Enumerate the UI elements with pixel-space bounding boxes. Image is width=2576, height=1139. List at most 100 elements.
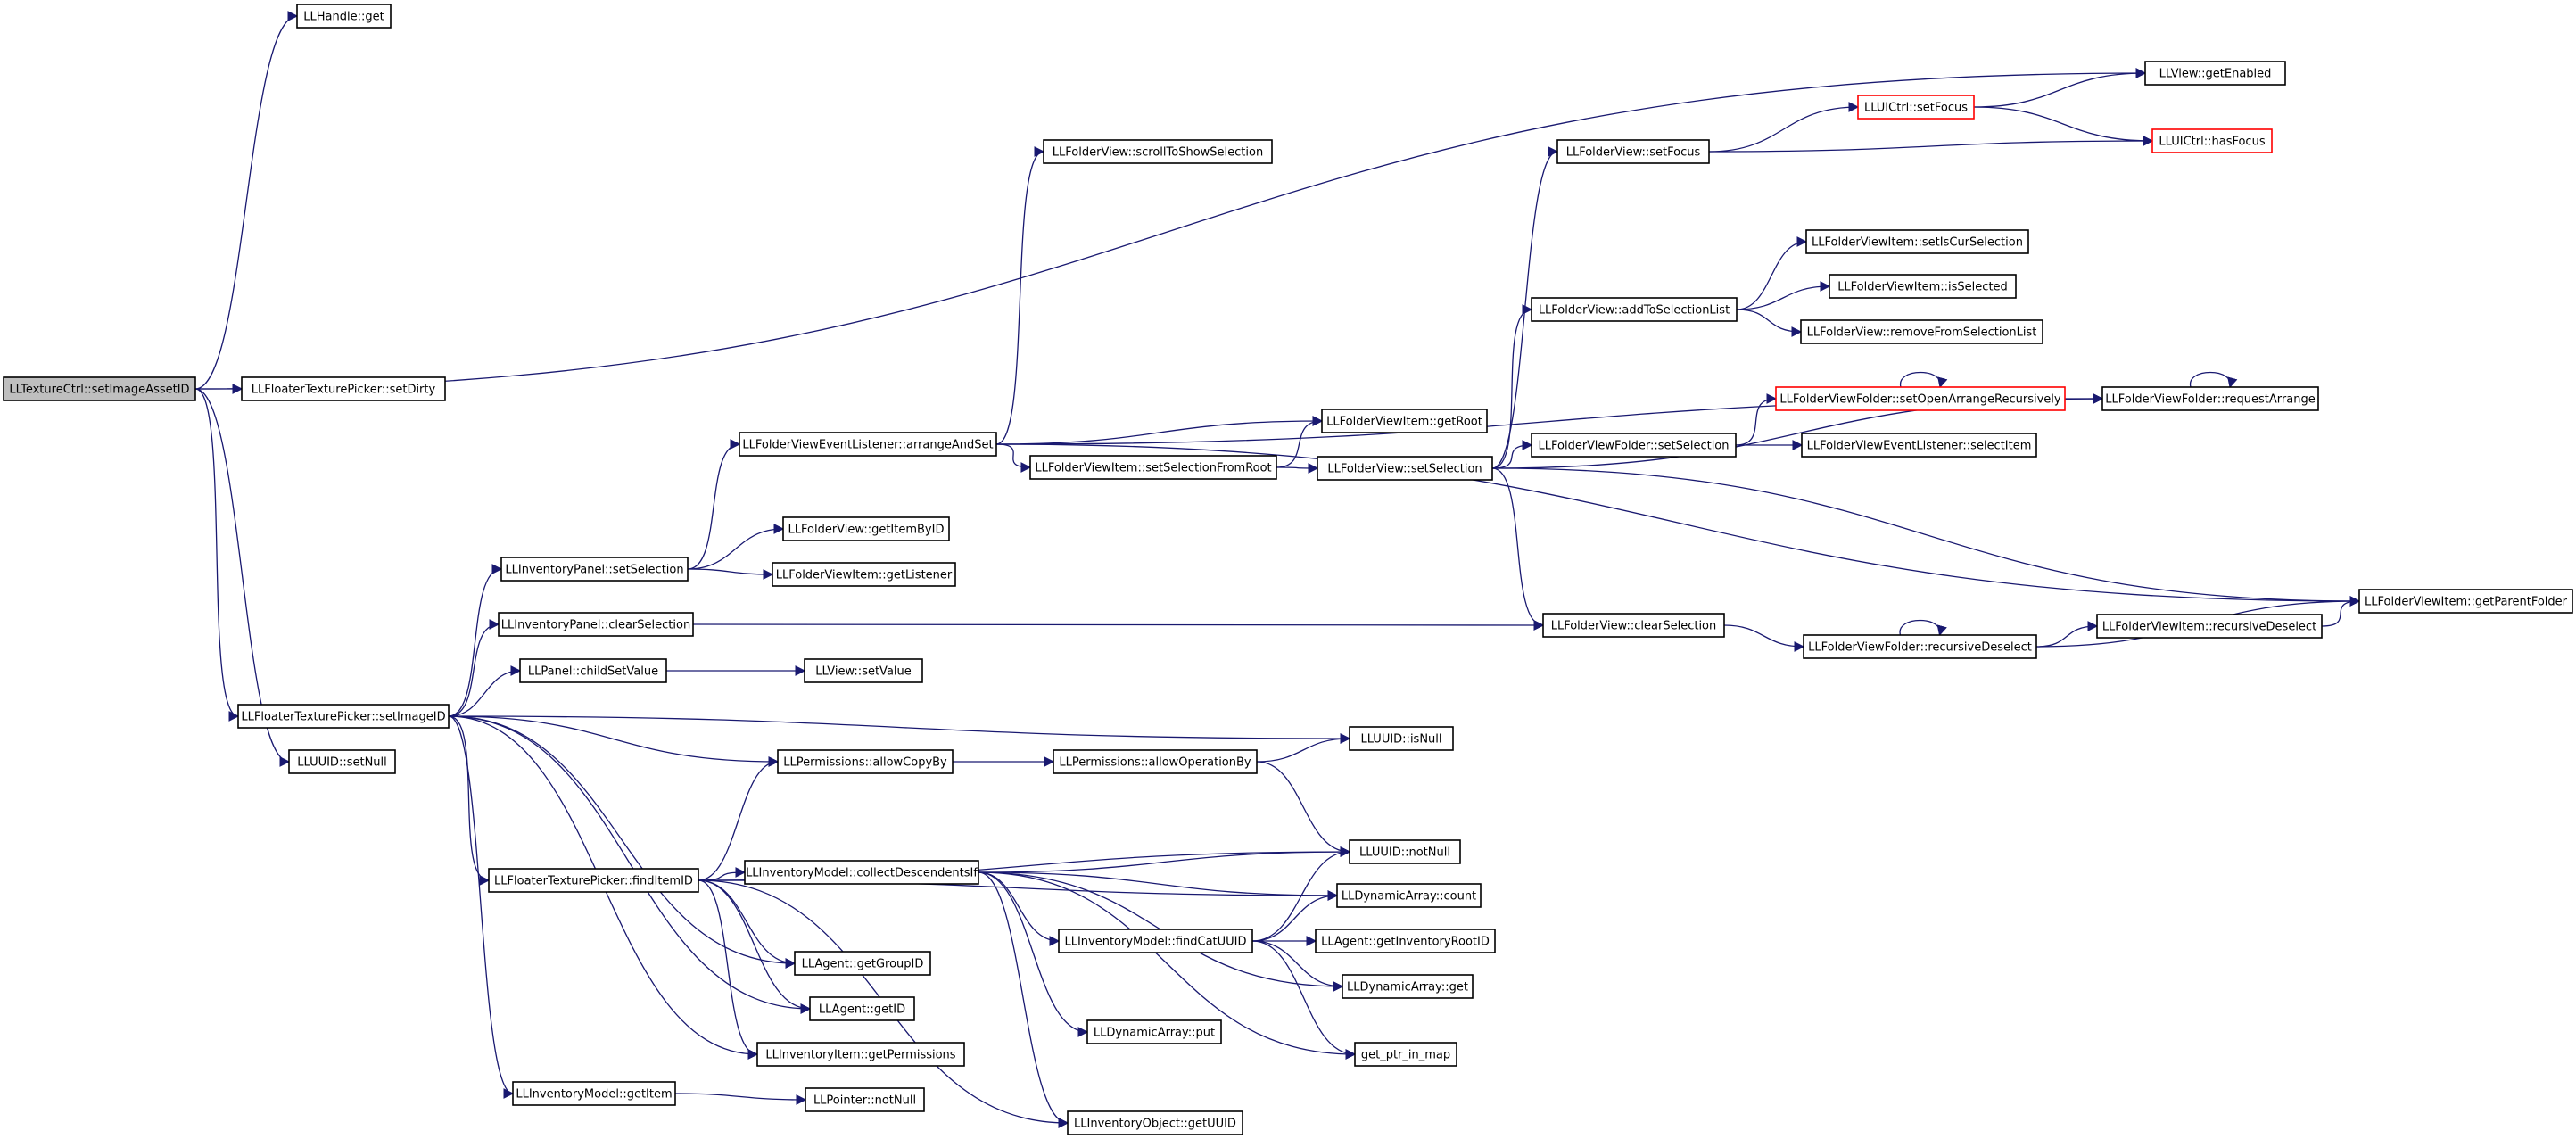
node-box-folderview_scrolltoshowselection[interactable] — [1043, 139, 1273, 164]
node-uictrl_setfocus[interactable]: LLUICtrl::setFocus — [1857, 95, 1975, 120]
node-inventoryobject_getuuid[interactable]: LLInventoryObject::getUUID — [1067, 1110, 1243, 1135]
node-texturectrl_setimageassetid[interactable]: LLTextureCtrl::setImageAssetID — [3, 376, 196, 401]
node-folderviewitem_getparentfolder[interactable]: LLFolderViewItem::getParentFolder — [2358, 589, 2573, 614]
node-folderview_getitembyid[interactable]: LLFolderView::getItemByID — [782, 516, 950, 541]
node-box-folderviewitem_setiscurselection[interactable] — [1805, 229, 2029, 254]
node-folderviewitem_isselected[interactable]: LLFolderViewItem::isSelected — [1829, 274, 2017, 299]
node-box-folderview_removefromselectionlist[interactable] — [1800, 319, 2043, 344]
node-dynamicarray_get[interactable]: LLDynamicArray::get — [1342, 974, 1474, 999]
node-box-uictrl_hasfocus[interactable] — [2151, 128, 2273, 153]
node-box-folderviewfolder_setselection[interactable] — [1531, 433, 1737, 458]
node-panel_childsetvalue[interactable]: LLPanel::childSetValue — [519, 658, 667, 683]
node-inventorymodel_getitem[interactable]: LLInventoryModel::getItem — [512, 1081, 676, 1106]
node-handle_get[interactable]: LLHandle::get — [296, 4, 392, 29]
node-box-uictrl_setfocus[interactable] — [1857, 95, 1975, 120]
node-pointer_notnull[interactable]: LLPointer::notNull — [805, 1087, 925, 1112]
node-get_ptr_in_map[interactable]: get_ptr_in_map — [1354, 1042, 1457, 1067]
node-box-dynamicarray_put[interactable] — [1086, 1019, 1222, 1044]
node-folderviewitem_setiscurselection[interactable]: LLFolderViewItem::setIsCurSelection — [1805, 229, 2029, 254]
node-agent_getinventoryrootid[interactable]: LLAgent::getInventoryRootID — [1315, 929, 1496, 953]
node-folderviewitem_getroot[interactable]: LLFolderViewItem::getRoot — [1321, 409, 1488, 433]
node-view_getenabled[interactable]: LLView::getEnabled — [2144, 61, 2286, 86]
node-box-view_setvalue[interactable] — [804, 658, 923, 683]
node-floatertexturepicker_finditemid[interactable]: LLFloaterTexturePicker::findItemID — [488, 868, 699, 893]
node-box-folderview_addtoselectionlist[interactable] — [1531, 297, 1738, 322]
node-box-get_ptr_in_map[interactable] — [1354, 1042, 1457, 1067]
node-box-uuid_isnull[interactable] — [1349, 726, 1454, 751]
node-box-folderview_clearselection[interactable] — [1542, 613, 1725, 638]
node-box-inventorypanel_clearselection[interactable] — [498, 612, 694, 637]
node-box-pointer_notnull[interactable] — [805, 1087, 925, 1112]
node-box-inventorypanel_setselection[interactable] — [500, 557, 689, 582]
node-inventorypanel_clearselection[interactable]: LLInventoryPanel::clearSelection — [498, 612, 694, 637]
node-box-inventorymodel_getitem[interactable] — [512, 1081, 676, 1106]
node-folderview_clearselection[interactable]: LLFolderView::clearSelection — [1542, 613, 1725, 638]
node-permissions_allowcopyby[interactable]: LLPermissions::allowCopyBy — [777, 749, 954, 774]
node-box-folderviewventlistener_selectitem[interactable] — [1801, 433, 2037, 458]
node-box-folderview_setfocus[interactable] — [1556, 139, 1710, 164]
node-box-inventoryitem_getpermissions[interactable] — [756, 1042, 965, 1067]
node-folderviewventlistener_arrangeandset[interactable]: LLFolderViewEventListener::arrangeAndSet — [739, 432, 997, 457]
node-box-floatertexturepicker_finditemid[interactable] — [488, 868, 699, 893]
node-inventorypanel_setselection[interactable]: LLInventoryPanel::setSelection — [500, 557, 689, 582]
node-folderviewventlistener_selectitem[interactable]: LLFolderViewEventListener::selectItem — [1801, 433, 2037, 458]
node-box-agent_getgroupid[interactable] — [794, 951, 931, 976]
node-folderviewitem_recursivedeselect[interactable]: LLFolderViewItem::recursiveDeselect — [2096, 614, 2323, 639]
node-folderview_scrolltoshowselection[interactable]: LLFolderView::scrollToShowSelection — [1043, 139, 1273, 164]
node-floatertexturepicker_setdirty[interactable]: LLFloaterTexturePicker::setDirty — [241, 376, 446, 401]
node-box-folderviewfolder_requestarrange[interactable] — [2101, 386, 2319, 411]
node-permissions_allowoperationby[interactable]: LLPermissions::allowOperationBy — [1053, 749, 1258, 774]
node-box-panel_childsetvalue[interactable] — [519, 658, 667, 683]
node-dynamicarray_put[interactable]: LLDynamicArray::put — [1086, 1019, 1222, 1044]
node-folderviewitem_getlistener[interactable]: LLFolderViewItem::getListener — [772, 562, 956, 587]
node-box-folderviewfolder_setopenarrangerecursively[interactable] — [1775, 386, 2066, 411]
node-box-folderview_getitembyid[interactable] — [782, 516, 950, 541]
node-box-folderview_setselection[interactable] — [1317, 456, 1493, 481]
node-box-floatertexturepicker_setdirty[interactable] — [241, 376, 446, 401]
node-box-folderviewitem_getroot[interactable] — [1321, 409, 1488, 433]
node-box-inventoryobject_getuuid[interactable] — [1067, 1110, 1243, 1135]
node-inventorymodel_collectdescendentsif[interactable]: LLInventoryModel::collectDescendentsIf — [744, 860, 979, 885]
node-box-folderviewfolder_recursivedeselect[interactable] — [1803, 634, 2037, 659]
node-uuid_isnull[interactable]: LLUUID::isNull — [1349, 726, 1454, 751]
node-dynamicarray_count[interactable]: LLDynamicArray::count — [1336, 883, 1482, 908]
node-box-agent_getinventoryrootid[interactable] — [1315, 929, 1496, 953]
node-box-permissions_allowoperationby[interactable] — [1053, 749, 1258, 774]
node-uuid_notnull[interactable]: LLUUID::notNull — [1349, 839, 1461, 864]
node-view_setvalue[interactable]: LLView::setValue — [804, 658, 923, 683]
node-box-folderviewitem_setselectionfromroot[interactable] — [1029, 455, 1277, 480]
node-box-folderviewitem_getlistener[interactable] — [772, 562, 956, 587]
node-box-handle_get[interactable] — [296, 4, 392, 29]
node-box-folderviewventlistener_arrangeandset[interactable] — [739, 432, 997, 457]
node-box-folderviewitem_recursivedeselect[interactable] — [2096, 614, 2323, 639]
node-inventorymodel_findcatuuid[interactable]: LLInventoryModel::findCatUUID — [1058, 929, 1253, 953]
node-folderviewfolder_recursivedeselect[interactable]: LLFolderViewFolder::recursiveDeselect — [1803, 634, 2037, 659]
node-folderviewfolder_setselection[interactable]: LLFolderViewFolder::setSelection — [1531, 433, 1737, 458]
node-box-uuid_setnull[interactable] — [288, 749, 396, 774]
node-box-inventorymodel_collectdescendentsif[interactable] — [744, 860, 979, 885]
node-folderview_addtoselectionlist[interactable]: LLFolderView::addToSelectionList — [1531, 297, 1738, 322]
node-uictrl_hasfocus[interactable]: LLUICtrl::hasFocus — [2151, 128, 2273, 153]
node-agent_getgroupid[interactable]: LLAgent::getGroupID — [794, 951, 931, 976]
node-box-dynamicarray_count[interactable] — [1336, 883, 1482, 908]
node-agent_getid[interactable]: LLAgent::getID — [809, 996, 915, 1021]
node-box-floatertexturepicker_setimageid[interactable] — [237, 704, 450, 729]
node-box-view_getenabled[interactable] — [2144, 61, 2286, 86]
node-box-permissions_allowcopyby[interactable] — [777, 749, 954, 774]
node-box-folderviewitem_isselected[interactable] — [1829, 274, 2017, 299]
node-folderviewfolder_setopenarrangerecursively[interactable]: LLFolderViewFolder::setOpenArrangeRecurs… — [1775, 386, 2066, 411]
node-box-texturectrl_setimageassetid[interactable] — [3, 376, 196, 401]
node-folderview_setselection[interactable]: LLFolderView::setSelection — [1317, 456, 1493, 481]
node-folderviewitem_setselectionfromroot[interactable]: LLFolderViewItem::setSelectionFromRoot — [1029, 455, 1277, 480]
node-folderview_removefromselectionlist[interactable]: LLFolderView::removeFromSelectionList — [1800, 319, 2043, 344]
node-box-folderviewitem_getparentfolder[interactable] — [2358, 589, 2573, 614]
node-inventoryitem_getpermissions[interactable]: LLInventoryItem::getPermissions — [756, 1042, 965, 1067]
node-box-agent_getid[interactable] — [809, 996, 915, 1021]
node-folderview_setfocus[interactable]: LLFolderView::setFocus — [1556, 139, 1710, 164]
node-box-inventorymodel_findcatuuid[interactable] — [1058, 929, 1253, 953]
node-uuid_setnull[interactable]: LLUUID::setNull — [288, 749, 396, 774]
node-box-uuid_notnull[interactable] — [1349, 839, 1461, 864]
node-folderviewfolder_requestarrange[interactable]: LLFolderViewFolder::requestArrange — [2101, 386, 2319, 411]
node-floatertexturepicker_setimageid[interactable]: LLFloaterTexturePicker::setImageID — [237, 704, 450, 729]
node-box-dynamicarray_get[interactable] — [1342, 974, 1474, 999]
